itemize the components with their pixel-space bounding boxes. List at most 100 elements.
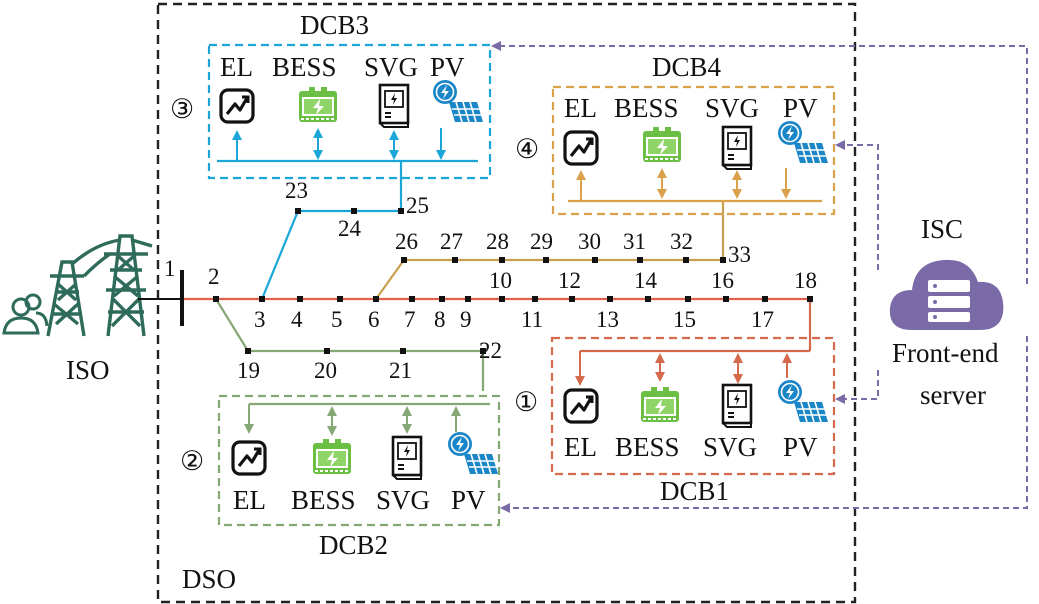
bus-label: 8 <box>434 307 446 332</box>
bus-label: 4 <box>291 307 303 332</box>
bus-label: 30 <box>578 229 601 254</box>
device-label: BESS <box>614 93 679 123</box>
bus-label: 29 <box>530 229 553 254</box>
comm-link-dcb4 <box>835 140 879 270</box>
comm-link-dcb2 <box>500 336 1028 513</box>
dcb2-marker: ② <box>180 446 204 476</box>
device-label: EL <box>564 432 597 462</box>
dso-boundary <box>156 2 857 604</box>
bus-label: 20 <box>314 358 337 383</box>
bus-label: 12 <box>558 268 581 293</box>
bus-label: 1 <box>164 256 176 281</box>
bus-label: 24 <box>338 216 362 241</box>
bus-label: 22 <box>479 338 502 363</box>
front-end-server-label-2: server <box>920 380 986 410</box>
device-label: SVG <box>376 485 430 515</box>
communication-links <box>491 41 1028 513</box>
device-label: SVG <box>705 93 759 123</box>
branch-26-33 <box>375 201 725 300</box>
bus-label: 13 <box>596 307 619 332</box>
dcb1-title: DCB1 <box>660 476 729 506</box>
device-label: PV <box>783 93 818 123</box>
electric-load-icon <box>231 440 267 476</box>
dcb3-title: DCB3 <box>300 10 369 40</box>
users-icon <box>2 293 49 335</box>
bus-label: 19 <box>237 358 260 383</box>
dcb4-title: DCB4 <box>652 52 722 82</box>
electric-load-icon <box>563 130 599 166</box>
isc-label: ISC <box>921 214 963 244</box>
branch-23-25 <box>260 161 403 300</box>
bus-label: 28 <box>486 229 509 254</box>
bus-label: 14 <box>634 268 658 293</box>
solar-panel-icon <box>777 379 829 423</box>
bus-label: 11 <box>521 307 543 332</box>
dcb3-marker: ③ <box>170 94 194 124</box>
bus-label: 21 <box>389 358 412 383</box>
dcb4-marker: ④ <box>515 134 539 164</box>
comm-link-dcb3 <box>491 41 1028 284</box>
dcb2-boundary <box>217 394 501 527</box>
dcb3-boundary <box>207 43 492 180</box>
bus-label: 16 <box>711 268 734 293</box>
solar-panel-icon <box>777 120 829 164</box>
dcb3-cluster: DCB3 ③ EL BESS SVG PV <box>170 10 492 180</box>
isc-node: ISC Front-end server <box>889 214 1004 410</box>
battery-icon <box>640 386 680 423</box>
device-label: EL <box>564 93 597 123</box>
device-label: PV <box>783 432 818 462</box>
bus-label: 3 <box>254 307 266 332</box>
electric-load-icon <box>563 388 599 424</box>
dso-label: DSO <box>182 564 236 594</box>
bus-label: 7 <box>404 307 416 332</box>
dcb2-title: DCB2 <box>319 530 388 560</box>
bus-label: 27 <box>440 229 463 254</box>
bus-label: 6 <box>368 307 380 332</box>
dcb1-marker: ① <box>514 387 538 417</box>
device-label: BESS <box>272 52 337 82</box>
dcb1-cluster: ① EL BESS SVG PV DCB1 <box>514 336 836 506</box>
bus-label: 10 <box>489 268 512 293</box>
device-label: SVG <box>703 432 757 462</box>
bus-label: 25 <box>406 193 429 218</box>
branch-19-22 <box>215 298 485 391</box>
dcb2-cluster: ② EL BESS SVG PV DCB2 <box>180 394 501 560</box>
dcb4-boundary <box>551 85 836 216</box>
device-label: BESS <box>291 485 356 515</box>
bus-label: 2 <box>208 264 220 289</box>
bus-label: 23 <box>285 178 308 203</box>
iso-label: ISO <box>66 355 110 385</box>
device-label: PV <box>430 52 465 82</box>
solar-panel-icon <box>432 79 484 123</box>
solar-panel-icon <box>447 431 499 475</box>
battery-icon <box>298 86 338 123</box>
battery-icon <box>642 126 682 163</box>
bus-label: 18 <box>794 268 817 293</box>
bus-label: 26 <box>395 229 418 254</box>
svg-device-icon <box>721 125 753 171</box>
front-end-server-label-1: Front-end <box>892 338 999 368</box>
bus-label: 15 <box>673 307 696 332</box>
device-label: SVG <box>364 52 418 82</box>
transmission-tower-icon <box>46 234 153 337</box>
comm-link-dcb1 <box>835 370 879 404</box>
device-label: BESS <box>615 432 680 462</box>
cloud-server-icon <box>889 259 1004 330</box>
bus-label: 32 <box>670 229 693 254</box>
bus-label: 33 <box>728 242 751 267</box>
dcb1-boundary <box>550 336 836 476</box>
svg-device-icon <box>378 83 410 129</box>
electric-load-icon <box>219 88 255 124</box>
bus-labels: 1 2 3 4 5 6 7 8 9 10 11 12 13 14 15 16 1… <box>164 178 817 383</box>
bus-label: 17 <box>751 307 774 332</box>
battery-icon <box>312 438 352 475</box>
device-label: EL <box>233 485 266 515</box>
svg-device-icon <box>391 435 423 481</box>
bus-1-bar <box>180 270 184 326</box>
bus-label: 31 <box>623 229 646 254</box>
bus-label: 9 <box>460 307 472 332</box>
device-label: PV <box>451 485 486 515</box>
svg-device-icon <box>721 383 753 429</box>
bus-label: 5 <box>331 307 343 332</box>
